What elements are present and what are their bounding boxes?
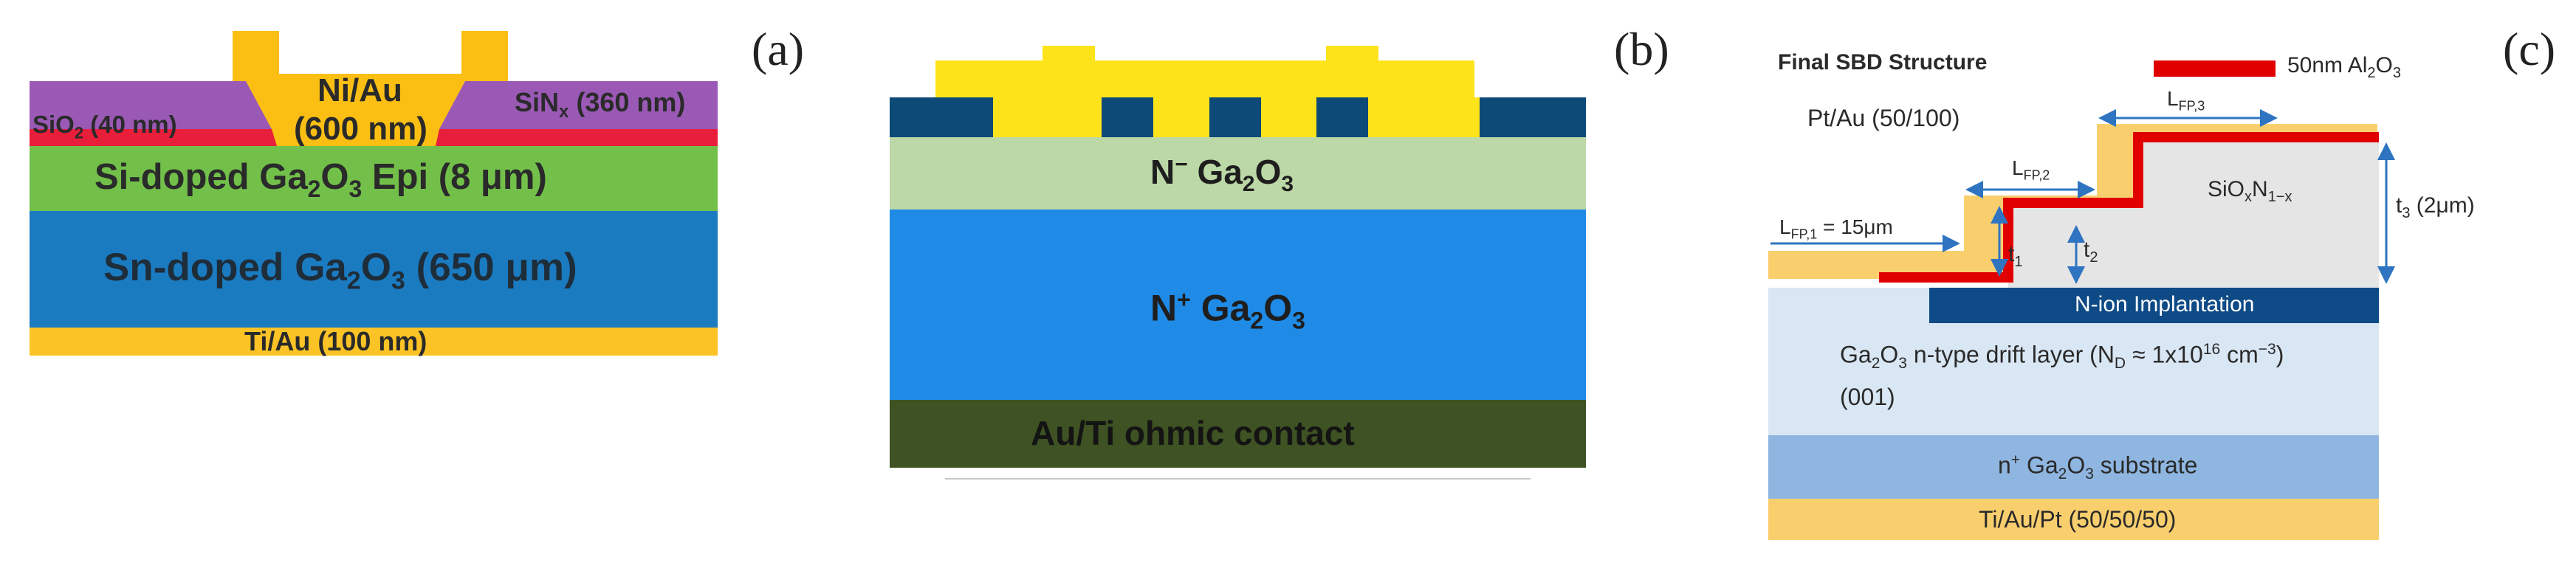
substrate-label-b: N+ Ga2O3 (1150, 286, 1305, 334)
dielectric-ring-1 (1102, 97, 1153, 137)
anode-metal-step-mid (1095, 46, 1326, 60)
lfp3-label: LFP,3 (2167, 87, 2205, 114)
dielectric-ring-2 (1209, 97, 1261, 137)
ni-au-label: Ni/Au (317, 72, 402, 108)
title: Final SBD Structure (1778, 50, 1988, 75)
dielectric-edge-right (1480, 97, 1586, 137)
substrate-layer-b (890, 210, 1586, 400)
anode-metal-step-left (935, 46, 1043, 60)
sbd-structure (1768, 60, 2395, 540)
panel-b-label: (b) (1614, 23, 1669, 75)
epi-label: Si-doped Ga2O3 Epi (8 μm) (95, 157, 547, 202)
metal-fill-1 (1153, 97, 1209, 137)
back-contact-layer (30, 328, 718, 356)
sion-dielectric (2141, 140, 2379, 288)
panel-c: Final SBD Structure 50nm Al2O3 Pt/Au (50… (1765, 0, 2576, 571)
dielectric-edge-left (890, 97, 993, 137)
substrate-label: Sn-doped Ga2O3 (650 μm) (103, 246, 577, 295)
panel-a-label: (a) (752, 23, 805, 75)
implant-region (1929, 288, 2379, 323)
panel-b: N− Ga2O3 N+ Ga2O3 Au/Ti ohmic contact (b… (886, 0, 1669, 571)
metal-fill-0 (993, 97, 1102, 137)
ohmic-layer (890, 400, 1586, 468)
sion-label: SiOxN1−x (2208, 177, 2292, 205)
lfp1-label: LFP,1 = 15μm (1779, 215, 1893, 242)
dielectric-ring-3 (1316, 97, 1368, 137)
back-contact (1768, 499, 2379, 540)
drift-label-c: Ga2O3 n-type drift layer (ND ≈ 1x1016 cm… (1840, 341, 2284, 373)
legend-label: 50nm Al2O3 (2287, 53, 2401, 81)
substrate-label-c: n+ Ga2O3 substrate (1998, 451, 2198, 483)
anode-metal-step-right (1378, 46, 1474, 60)
epi-layer (30, 146, 718, 211)
lfp2-label: LFP,2 (2012, 156, 2050, 183)
t3-label: t3 (2μm) (2396, 193, 2475, 221)
substrate (1768, 435, 2379, 499)
sio2-label: SiO2 (40 nm) (32, 111, 177, 142)
ni-au-thickness: (600 nm) (294, 111, 427, 147)
panel-c-label: (c) (2503, 23, 2556, 75)
metal-fill-2 (1261, 97, 1316, 137)
sion-dielectric-mid (2008, 205, 2149, 288)
sinx-label: SiNx (360 nm) (515, 87, 686, 122)
metal-label: Pt/Au (50/100) (1807, 105, 1960, 131)
drift-label: N− Ga2O3 (1150, 152, 1294, 197)
baseline (945, 478, 1531, 480)
orientation-label: (001) (1840, 384, 1895, 410)
al2o3-liner (1879, 132, 2379, 283)
back-label-c: Ti/Au/Pt (50/50/50) (1979, 506, 2177, 533)
field-plate-metal (1768, 124, 2278, 279)
metal-fill-3 (1368, 97, 1480, 137)
substrate-layer (30, 211, 718, 328)
t2-label: t2 (2084, 238, 2098, 266)
implant-label: N-ion Implantation (2075, 292, 2255, 316)
back-contact-label: Ti/Au (100 nm) (244, 326, 427, 356)
panel-a: Ni/Au (600 nm) SiO2 (40 nm) SiNx (360 nm… (0, 0, 804, 571)
drift-layer (890, 137, 1586, 210)
ni-au-contact (30, 31, 718, 146)
t1-label: t1 (2008, 242, 2023, 270)
legend-swatch (2154, 60, 2276, 77)
ohmic-label: Au/Ti ohmic contact (1031, 414, 1355, 452)
